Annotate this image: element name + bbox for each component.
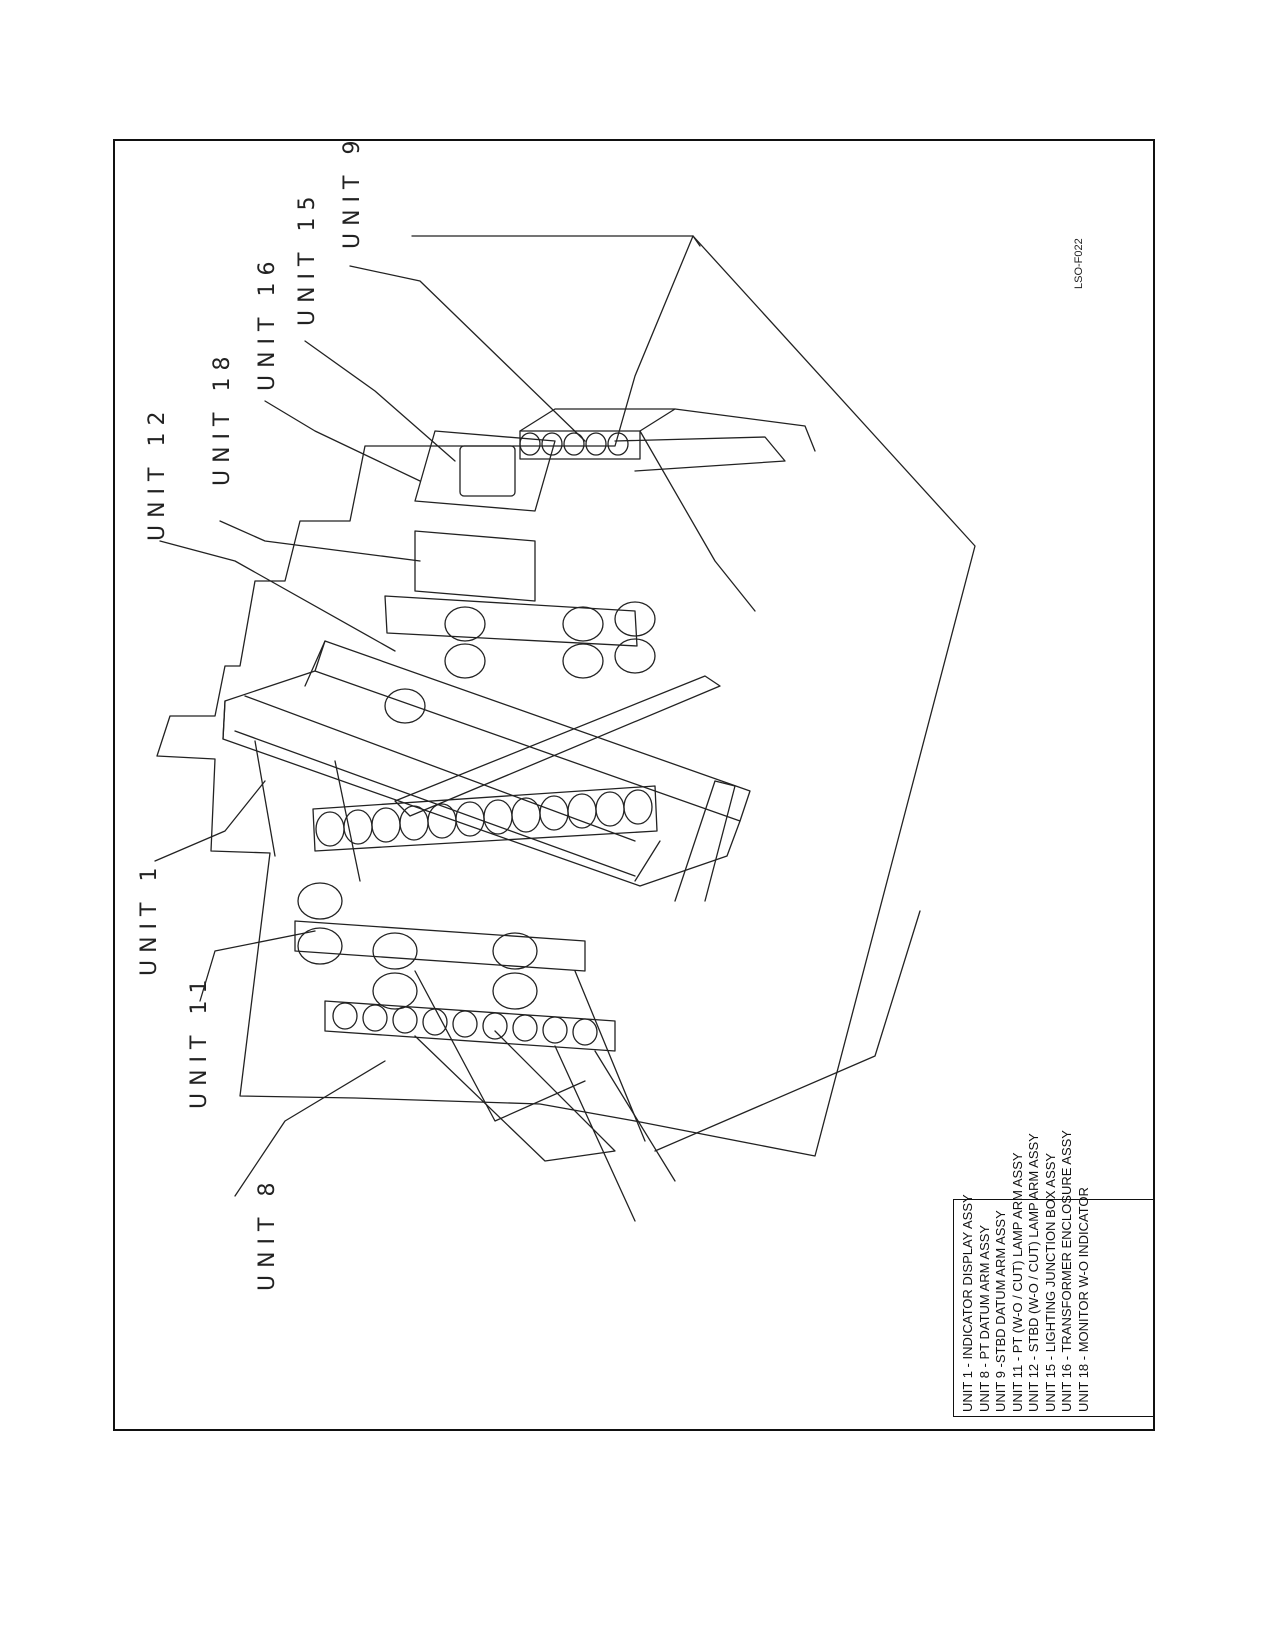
legend-box: UNIT 1 - INDICATOR DISPLAY ASSY UNIT 8 -… xyxy=(953,1130,1154,1417)
legend-item-unit-16: UNIT 16 - TRANSFORMER ENCLOSURE ASSY xyxy=(1059,1130,1074,1412)
leader-unit-8 xyxy=(234,1060,386,1197)
leader-unit-9 xyxy=(349,265,586,442)
main-diagonal-brace xyxy=(394,675,721,817)
pt-lamp-arm xyxy=(294,882,646,1142)
legend-item-unit-8: UNIT 8 - PT DATUM ARM ASSY xyxy=(976,1224,992,1412)
stbd-datum-arm xyxy=(519,408,816,612)
exploded-assembly-drawing xyxy=(154,235,976,1222)
legend-item-unit-12: UNIT 12 - STBD (W-O / CUT) LAMP ARM ASSY xyxy=(1026,1133,1041,1412)
stbd-lamp-arm xyxy=(384,595,656,724)
right-wall-outline xyxy=(634,235,976,1157)
indicator-lamp-row xyxy=(312,785,658,852)
leader-unit-15 xyxy=(304,340,456,462)
junction-box xyxy=(459,445,516,497)
label-unit-9: UNIT 9 xyxy=(340,133,365,249)
legend-list: UNIT 1 - INDICATOR DISPLAY ASSY UNIT 8 -… xyxy=(960,1130,1092,1412)
indicator-display-housing xyxy=(222,640,751,902)
label-unit-11: UNIT 11 xyxy=(187,972,212,1109)
leader-unit-18 xyxy=(219,520,421,562)
transformer-enclosure xyxy=(414,430,556,512)
deck-front-edge xyxy=(692,235,701,247)
label-unit-15: UNIT 15 xyxy=(295,189,320,326)
monitor-indicator xyxy=(414,530,536,602)
leader-unit-11 xyxy=(199,930,316,1002)
background-wall-outline xyxy=(156,235,694,1122)
label-unit-12: UNIT 12 xyxy=(145,404,170,541)
label-unit-18: UNIT 18 xyxy=(210,349,235,486)
legend-item-unit-1: UNIT 1 - INDICATOR DISPLAY ASSY xyxy=(960,1194,975,1412)
label-unit-1: UNIT 1 xyxy=(137,860,162,976)
deck-edge-lower xyxy=(654,910,921,1152)
legend-item-unit-15: UNIT 15 - LIGHTING JUNCTION BOX ASSY xyxy=(1042,1152,1058,1412)
pt-datum-arm xyxy=(324,1000,676,1222)
label-unit-8: UNIT 8 xyxy=(255,1175,280,1291)
figure-frame: UNIT 1 UNIT 11 UNIT 8 UNIT 12 UNIT 18 UN… xyxy=(113,134,1155,1431)
leader-unit-12 xyxy=(159,540,396,652)
drawing-id: LSO-F022 xyxy=(1073,238,1085,289)
leader-unit-1 xyxy=(154,780,266,862)
label-unit-16: UNIT 16 xyxy=(255,254,280,391)
legend-item-unit-18: UNIT 18 - MONITOR W-O INDICATOR xyxy=(1075,1187,1091,1412)
legend-item-unit-9: UNIT 9 -STBD DATUM ARM ASSY xyxy=(993,1210,1008,1412)
leader-unit-16 xyxy=(264,400,421,482)
legend-item-unit-11: UNIT 11 - PT (W-O / CUT) LAMP ARM ASSY xyxy=(1009,1152,1025,1412)
